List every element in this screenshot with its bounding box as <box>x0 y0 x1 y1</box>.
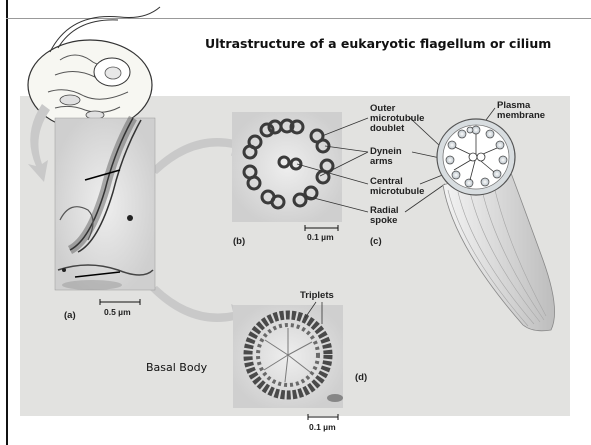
em-cross-section <box>232 112 342 222</box>
basal-body-label: Basal Body <box>146 361 207 374</box>
label-triplets: Triplets <box>300 291 334 301</box>
panel-label-b: (b) <box>233 236 245 247</box>
label-radial-spoke: Radial spoke <box>370 206 399 226</box>
em-longitudinal-section <box>55 118 155 290</box>
scale-bar-d-text: 0.1 µm <box>309 422 336 432</box>
label-central-microtubule: Central microtubule <box>370 177 424 197</box>
label-plasma-membrane: Plasma membrane <box>497 101 545 121</box>
panel-label-c: (c) <box>370 236 382 247</box>
em-basal-body <box>233 305 343 408</box>
panel-label-a: (a) <box>64 310 76 321</box>
flagellum-3d-drawing <box>437 119 555 331</box>
label-outer-microtubule-doublet: Outer microtubule doublet <box>370 104 424 134</box>
label-dynein-arms: Dynein arms <box>370 147 402 167</box>
panel-label-d: (d) <box>355 372 367 383</box>
scale-bar-b-text: 0.1 µm <box>307 232 334 242</box>
scale-bar-a-text: 0.5 µm <box>104 307 131 317</box>
